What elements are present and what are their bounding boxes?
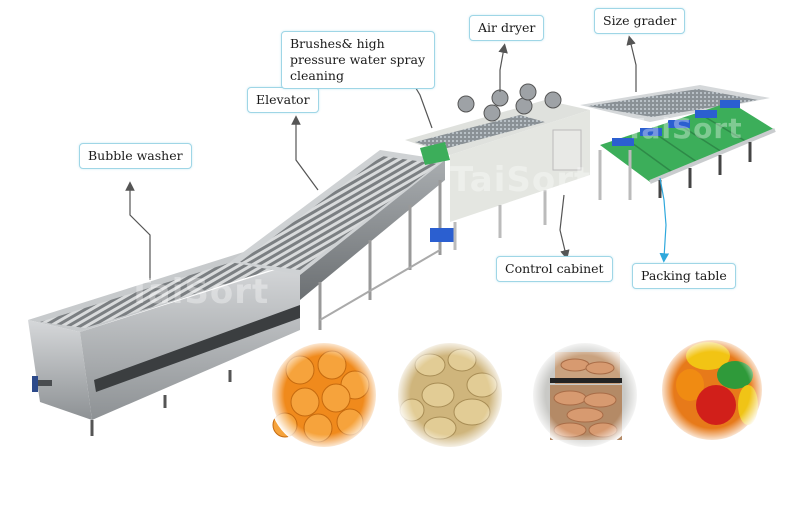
arrow-bubble-washer [125, 181, 151, 280]
product-potatoes [395, 340, 505, 450]
watermark-left: TaiSort [128, 272, 270, 312]
elevator-machine [230, 150, 454, 330]
label-size-grader: Size grader [594, 8, 686, 34]
arrow-elevator [291, 115, 319, 191]
label-elevator: Elevator [247, 87, 319, 113]
watermark-center: TaiSort [450, 160, 592, 200]
label-air-dryer: Air dryer [469, 15, 545, 41]
arrow-air-dryer [498, 43, 508, 92]
watermark-right: TaiSort [625, 112, 743, 145]
callout-arrows [125, 35, 670, 280]
label-bubble-washer: Bubble washer [79, 143, 192, 169]
product-bell-peppers [659, 337, 765, 443]
brush-washer-dryer-machine [405, 83, 590, 250]
arrow-size-grader [626, 35, 637, 92]
size-grader-machine [580, 85, 776, 200]
label-control-cabinet: Control cabinet [496, 256, 613, 282]
bubble-washer-machine [28, 250, 300, 436]
air-dryer-fans [457, 83, 562, 122]
product-sweet-potatoes [530, 340, 640, 450]
arrow-packing-table [659, 177, 670, 263]
product-oranges [269, 340, 379, 450]
label-brushes-spray-cleaning: Brushes& high pressure water spray clean… [281, 31, 435, 89]
label-packing-table: Packing table [632, 263, 736, 289]
arrow-control-cabinet [559, 194, 570, 260]
